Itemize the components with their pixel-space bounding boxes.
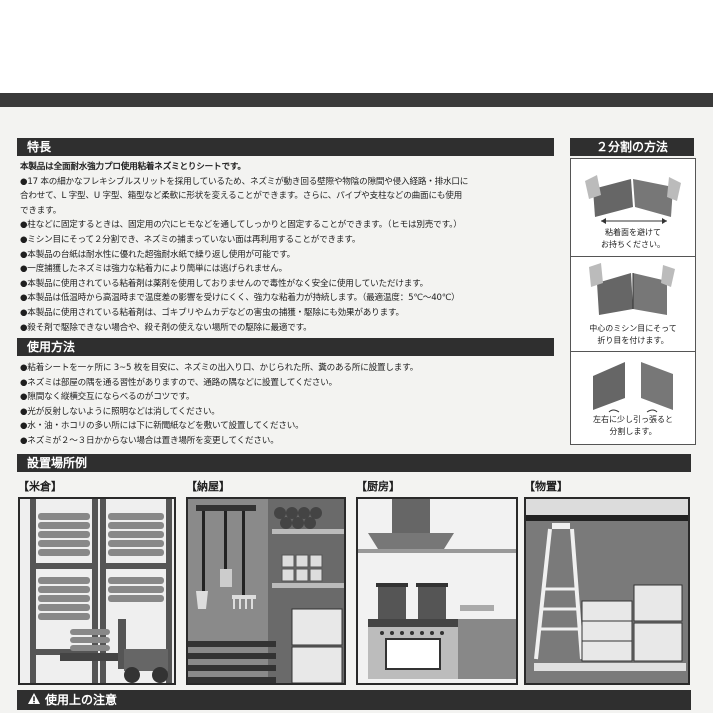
location-label-storage-room: 【物置】	[524, 480, 568, 493]
feature-line: できます。	[20, 205, 62, 216]
caution-heading: 使用上の注意	[45, 693, 118, 707]
usage-line: ●ネズミが２～３日かからない場合は置き場所を変更してください。	[20, 435, 279, 446]
split-step-1-caption-b: お持ちください。	[601, 240, 665, 249]
features-lead: 本製品は全面耐水強力プロ使用粘着ネズミとりシートです。	[20, 162, 246, 172]
location-label-rice-storehouse: 【米倉】	[18, 480, 62, 493]
features-heading: 特長	[17, 138, 554, 156]
split-step-3-caption-b: 分割します。	[609, 427, 657, 436]
usage-line: ●水・油・ホコリの多い所には下に新聞紙などを敷いて設置してください。	[20, 421, 304, 432]
usage-line: ●ネズミは部屋の隅を通る習性がありますので、通路の隅などに設置してください。	[20, 377, 338, 388]
usage-heading: 使用方法	[17, 338, 554, 356]
location-label-barn: 【納屋】	[186, 480, 230, 493]
warning-triangle-icon	[27, 691, 41, 711]
usage-line: ●光が反射しないように照明などは消してください。	[20, 406, 220, 417]
rice-storehouse-illustration	[18, 497, 176, 685]
kitchen-illustration	[356, 497, 518, 685]
location-label-kitchen: 【厨房】	[356, 480, 400, 493]
usage-line: ●隙間なく縦横交互にならべるのがコツです。	[20, 392, 195, 403]
split-step-1-caption-a: 粘着面を避けて	[605, 228, 661, 237]
feature-line: ●本製品は低温時から高温時まで温度差の影響を受けにくく、強力な粘着力が持続します…	[20, 293, 460, 304]
feature-line: ●本製品の台紙は耐水性に優れた超強耐水紙で繰り返し使用が可能です。	[20, 249, 296, 260]
split-step-2: 中心のミシン目にそって 折り目を付けます。	[571, 257, 695, 352]
features-text: 本製品は全面耐水強力プロ使用粘着ネズミとりシートです。 ●17 本の細かなフレキ…	[20, 160, 560, 335]
usage-line: ●粘着シートを一ヶ所に 3~5 枚を目安に、ネズミの出入り口、かじられた所、糞の…	[20, 363, 419, 373]
feature-line: ●本製品に使用されている粘着剤は薬剤を使用しておりませんので毒性がなく安全に使用…	[20, 278, 429, 289]
sheet-splitting-illustration	[593, 362, 673, 413]
split-step-2-caption-a: 中心のミシン目にそって	[589, 324, 677, 333]
sheet-folding-illustration	[589, 263, 675, 315]
split-step-2-caption-b: 折り目を付けます。	[597, 336, 669, 345]
split-step-3-caption-a: 左右に少し引っ張ると	[593, 415, 673, 424]
feature-line: ●柱などに固定するときは、固定用の穴にヒモなどを通してしっかりと固定することがで…	[20, 220, 462, 231]
feature-line: ●17 本の細かなフレキシブルスリットを採用しているため、ネズミが動き回る壁際や…	[20, 176, 469, 187]
caution-heading-bar: 使用上の注意	[17, 690, 691, 710]
split-step-3: 左右に少し引っ張ると 分割します。	[571, 352, 695, 444]
locations-heading: 設置場所例	[17, 454, 691, 472]
feature-line: ●殺そ剤で駆除できない場合や、殺そ剤の使えない場所での駆除に最適です。	[20, 322, 312, 333]
barn-illustration	[186, 497, 346, 685]
split-method-box: 粘着面を避けて お持ちください。 中心のミシン目にそって 折り目を付けます。 左…	[570, 158, 696, 445]
split-step-1: 粘着面を避けて お持ちください。	[571, 159, 695, 257]
sheet-holding-illustration	[585, 175, 681, 224]
feature-line: ●本製品に使用されている粘着剤は、ゴキブリやムカデなどの害虫の捕獲・駆除にも効果…	[20, 307, 404, 318]
usage-text: ●粘着シートを一ヶ所に 3~5 枚を目安に、ネズミの出入り口、かじられた所、糞の…	[20, 361, 560, 449]
feature-line: 合わせて、L 字型、U 字型、箱型など柔軟に形状を変えることができます。さらに、…	[20, 191, 463, 202]
storage-room-illustration	[524, 497, 690, 685]
feature-line: ●ミシン目にそって２分割でき、ネズミの捕まっていない面は再利用することができます…	[20, 234, 361, 245]
feature-line: ●一度捕獲したネズミは強力な粘着力により簡単には逃げられません。	[20, 264, 288, 275]
split-method-heading: ２分割の方法	[570, 138, 694, 156]
